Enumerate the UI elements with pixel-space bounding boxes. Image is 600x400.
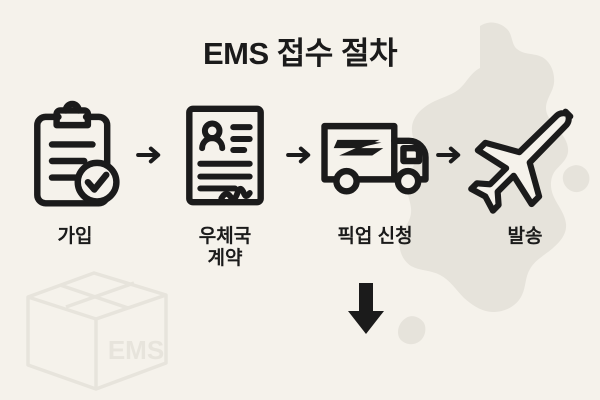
process-step-signup: 가입 — [17, 96, 133, 248]
ems-box-watermark-icon: EMS — [8, 255, 183, 400]
process-step-contract: 우체국 계약 — [167, 96, 283, 270]
contract-document-icon — [182, 96, 268, 214]
ems-box-watermark-label: EMS — [108, 335, 164, 365]
process-step-row: 가입 — [0, 96, 600, 269]
process-step-pickup: 픽업 신청 — [317, 96, 433, 248]
arrow-right-icon — [283, 96, 317, 214]
process-step-label: 가입 — [57, 226, 93, 247]
delivery-truck-icon — [319, 96, 431, 214]
clipboard-check-icon — [29, 96, 121, 214]
postal-swallow-logo-icon — [333, 139, 384, 155]
arrow-right-icon — [133, 96, 167, 214]
arrow-down-icon — [347, 283, 385, 335]
airplane-icon — [468, 96, 577, 214]
process-step-label: 발송 — [507, 226, 543, 247]
page-title: EMS 접수 절차 — [203, 36, 397, 71]
process-step-ship: 발송 — [467, 96, 583, 248]
process-step-label: 우체국 계약 — [198, 226, 252, 269]
arrow-right-icon — [433, 96, 467, 214]
process-step-label: 픽업 신청 — [337, 226, 413, 247]
